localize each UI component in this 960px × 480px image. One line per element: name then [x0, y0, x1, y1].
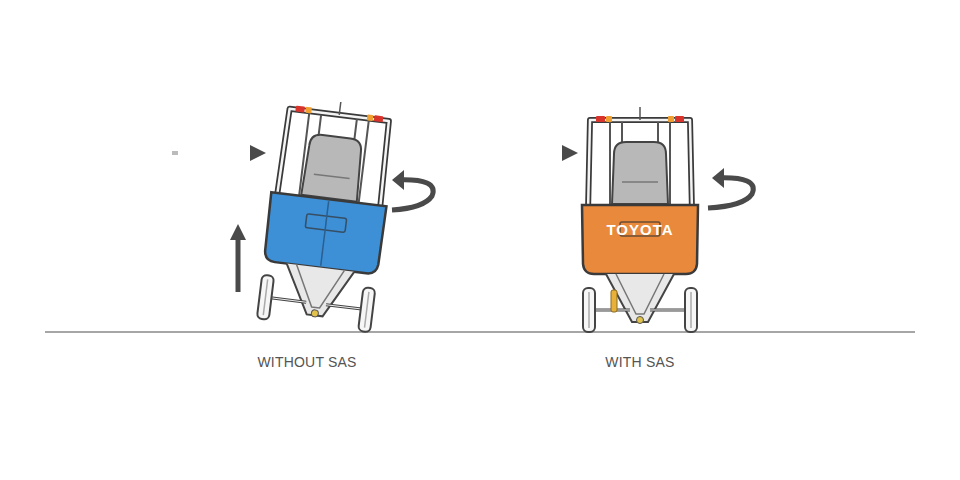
force-arrow: [198, 151, 258, 156]
brand-label: TOYOTA: [606, 221, 673, 238]
caption-label: WITH SAS: [605, 354, 674, 370]
tipping-forklift: [256, 95, 399, 332]
stable-forklift: [582, 107, 698, 332]
force-tail: [172, 151, 178, 155]
lift-arrow: [236, 232, 241, 292]
rotation-arrow: [708, 178, 753, 208]
force-arrow: [512, 151, 570, 156]
ground-line: [45, 331, 915, 333]
caption-label: WITHOUT SAS: [257, 354, 356, 370]
